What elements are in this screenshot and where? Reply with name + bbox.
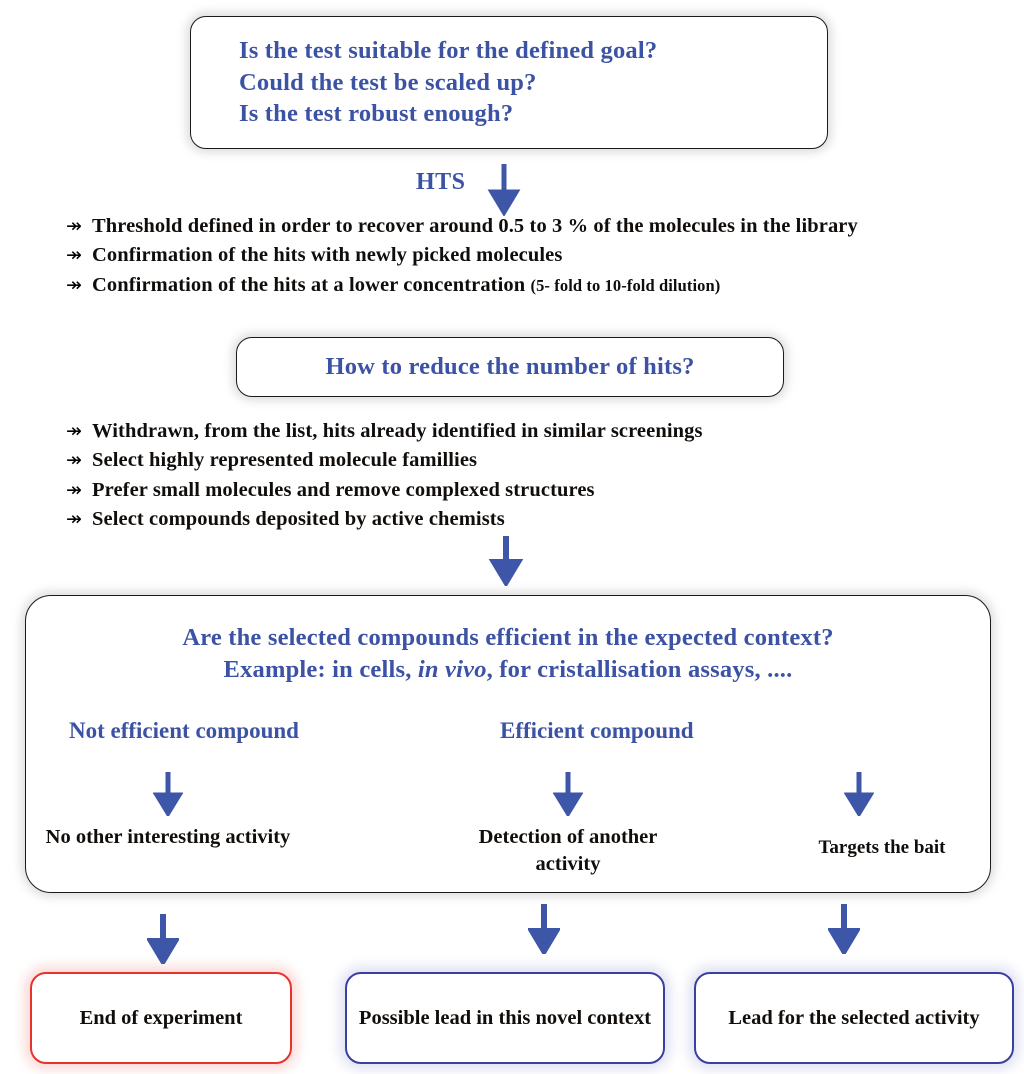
- in-vivo-italic: in vivo: [417, 655, 487, 683]
- bullet-text: Select compounds deposited by active che…: [92, 508, 505, 531]
- arrow-down-hts: [487, 164, 521, 216]
- label-efficient-compound: Efficient compound: [500, 718, 694, 743]
- arrow-bullet-icon: ↠: [66, 508, 82, 531]
- box-reduce-text: How to reduce the number of hits?: [325, 353, 695, 381]
- arrow-bullet-icon: ↠: [66, 420, 82, 442]
- leaf-targets-the-bait: Targets the bait: [818, 837, 946, 858]
- arrow-down-to-end-of-experiment: [147, 914, 179, 964]
- leaf-no-other-activity: No other interesting activity: [45, 826, 291, 848]
- arrow-bullet-icon: ↠: [66, 244, 82, 267]
- hts-label: HTS: [416, 169, 466, 195]
- list-item: ↠ Confirmation of the hits at a lower co…: [66, 272, 966, 299]
- list-item: ↠ Select highly represented molecule fam…: [66, 447, 966, 474]
- box-lead-selected-activity: Lead for the selected activity: [694, 972, 1014, 1064]
- box-efficiency-decision: Are the selected compounds efficient in …: [25, 595, 991, 893]
- arrow-bullet-icon: ↠: [66, 215, 82, 237]
- leaf-detection-another-activity: Detection of another activity: [478, 826, 658, 875]
- arrow-bullet-icon: ↠: [66, 273, 82, 296]
- arrow-down-to-big-box: [488, 536, 524, 586]
- big-box-question: Are the selected compounds efficient in …: [26, 622, 990, 686]
- box-possible-text: Possible lead in this novel context: [358, 1006, 652, 1029]
- box-how-to-reduce: How to reduce the number of hits?: [236, 337, 784, 397]
- list-item: ↠ Select compounds deposited by active c…: [66, 506, 966, 533]
- bullet-text: Withdrawn, from the list, hits already i…: [92, 420, 703, 442]
- box-possible-lead: Possible lead in this novel context: [345, 972, 665, 1064]
- box-lead-text: Lead for the selected activity: [728, 1006, 980, 1029]
- arrow-down-detection: [553, 772, 583, 816]
- arrow-down-targets-bait: [844, 772, 874, 816]
- list-item: ↠ Confirmation of the hits with newly pi…: [66, 242, 966, 269]
- list-item: ↠ Prefer small molecules and remove comp…: [66, 477, 966, 504]
- big-question-line-2: Example: in cells, in vivo, for cristall…: [26, 654, 990, 686]
- question-line-2: Could the test be scaled up?: [239, 68, 537, 96]
- arrow-bullet-icon: ↠: [66, 449, 82, 472]
- example-pre: Example: in cells,: [223, 655, 418, 683]
- bullet-list-hts: ↠ Threshold defined in order to recover …: [66, 213, 966, 301]
- list-item: ↠ Threshold defined in order to recover …: [66, 213, 966, 240]
- big-question-line-1: Are the selected compounds efficient in …: [182, 624, 834, 651]
- box-test-questions: Is the test suitable for the defined goa…: [190, 16, 828, 149]
- bullet-list-reduce: ↠ Withdrawn, from the list, hits already…: [66, 418, 966, 536]
- bullet-text: Confirmation of the hits at a lower conc…: [92, 272, 720, 299]
- arrow-bullet-icon: ↠: [66, 478, 82, 501]
- bullet-text: Confirmation of the hits with newly pick…: [92, 244, 563, 267]
- bullet-text-note: (5- fold to 10-fold dilution): [530, 275, 721, 295]
- bullet-text: Threshold defined in order to recover ar…: [92, 215, 858, 237]
- arrow-down-to-lead-selected: [828, 904, 860, 954]
- example-post: , for cristallisation assays, ....: [486, 655, 793, 683]
- box-end-text: End of experiment: [79, 1006, 243, 1029]
- bullet-text-main: Confirmation of the hits at a lower conc…: [92, 273, 531, 296]
- question-line-3: Is the test robust enough?: [239, 100, 514, 128]
- label-not-efficient-compound: Not efficient compound: [69, 718, 299, 743]
- question-line-1: Is the test suitable for the defined goa…: [239, 36, 658, 64]
- bullet-text: Select highly represented molecule famil…: [92, 449, 478, 472]
- bullet-text: Prefer small molecules and remove comple…: [92, 478, 595, 501]
- arrow-down-to-possible-lead: [528, 904, 560, 954]
- box-end-of-experiment: End of experiment: [30, 972, 292, 1064]
- arrow-down-not-efficient: [153, 772, 183, 816]
- list-item: ↠ Withdrawn, from the list, hits already…: [66, 418, 966, 445]
